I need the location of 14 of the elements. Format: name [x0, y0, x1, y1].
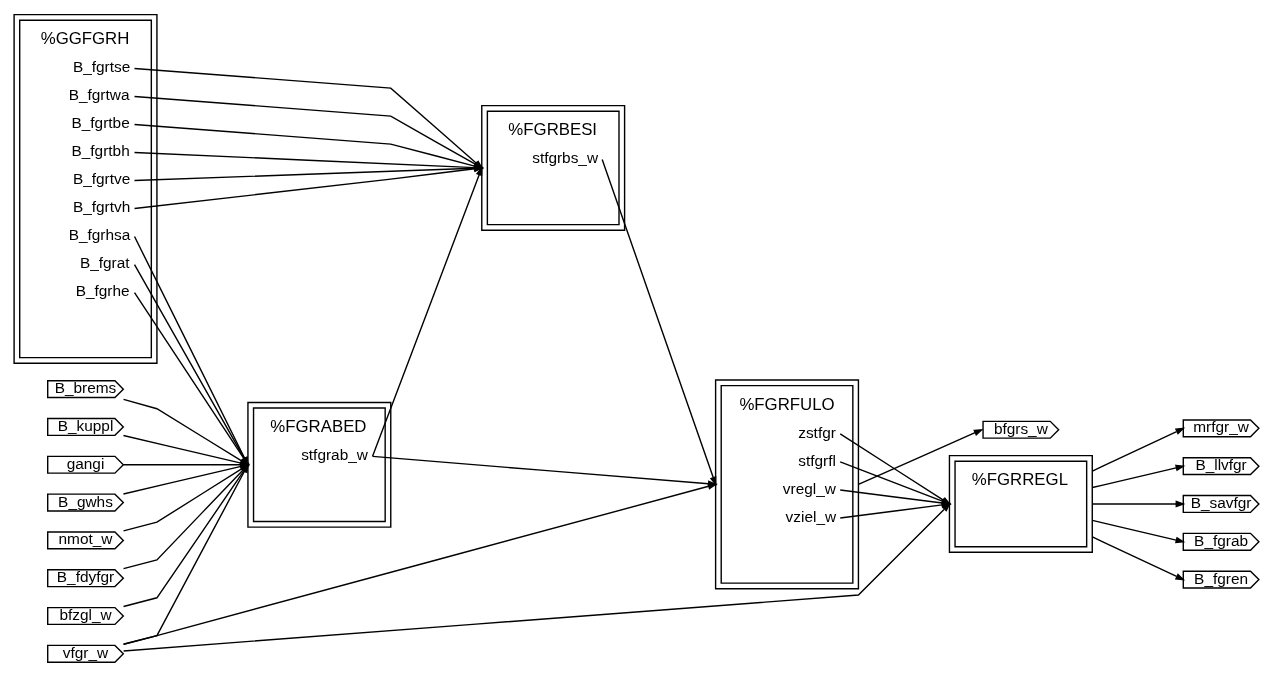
node-box: %GGFGRH B_fgrtse B_fgrtwa B_fgrtbe B_fgrtbh B_fgrtve B_fgrtvh B_fgrhsa B_fgrat B_fgrhe: [13, 13, 158, 364]
arrow: [1091, 464, 1186, 489]
arrow: [133, 165, 484, 210]
arrow: [122, 483, 718, 645]
node-box: %FGRFULO zstfgr stfgrfl vregl_w vziel_w: [714, 379, 860, 590]
arrow: [1091, 500, 1186, 508]
arrow: [371, 165, 483, 458]
node-box: %FGRABED stfgrab_w: [247, 401, 392, 528]
arrow: [1091, 536, 1186, 581]
node-box: %FGRREGL: [948, 454, 1093, 553]
arrow: [1091, 519, 1186, 544]
arrow: [857, 428, 984, 486]
arrow: [1091, 427, 1186, 472]
node-box: %FGRBESI stfgrbs_w: [481, 104, 626, 231]
